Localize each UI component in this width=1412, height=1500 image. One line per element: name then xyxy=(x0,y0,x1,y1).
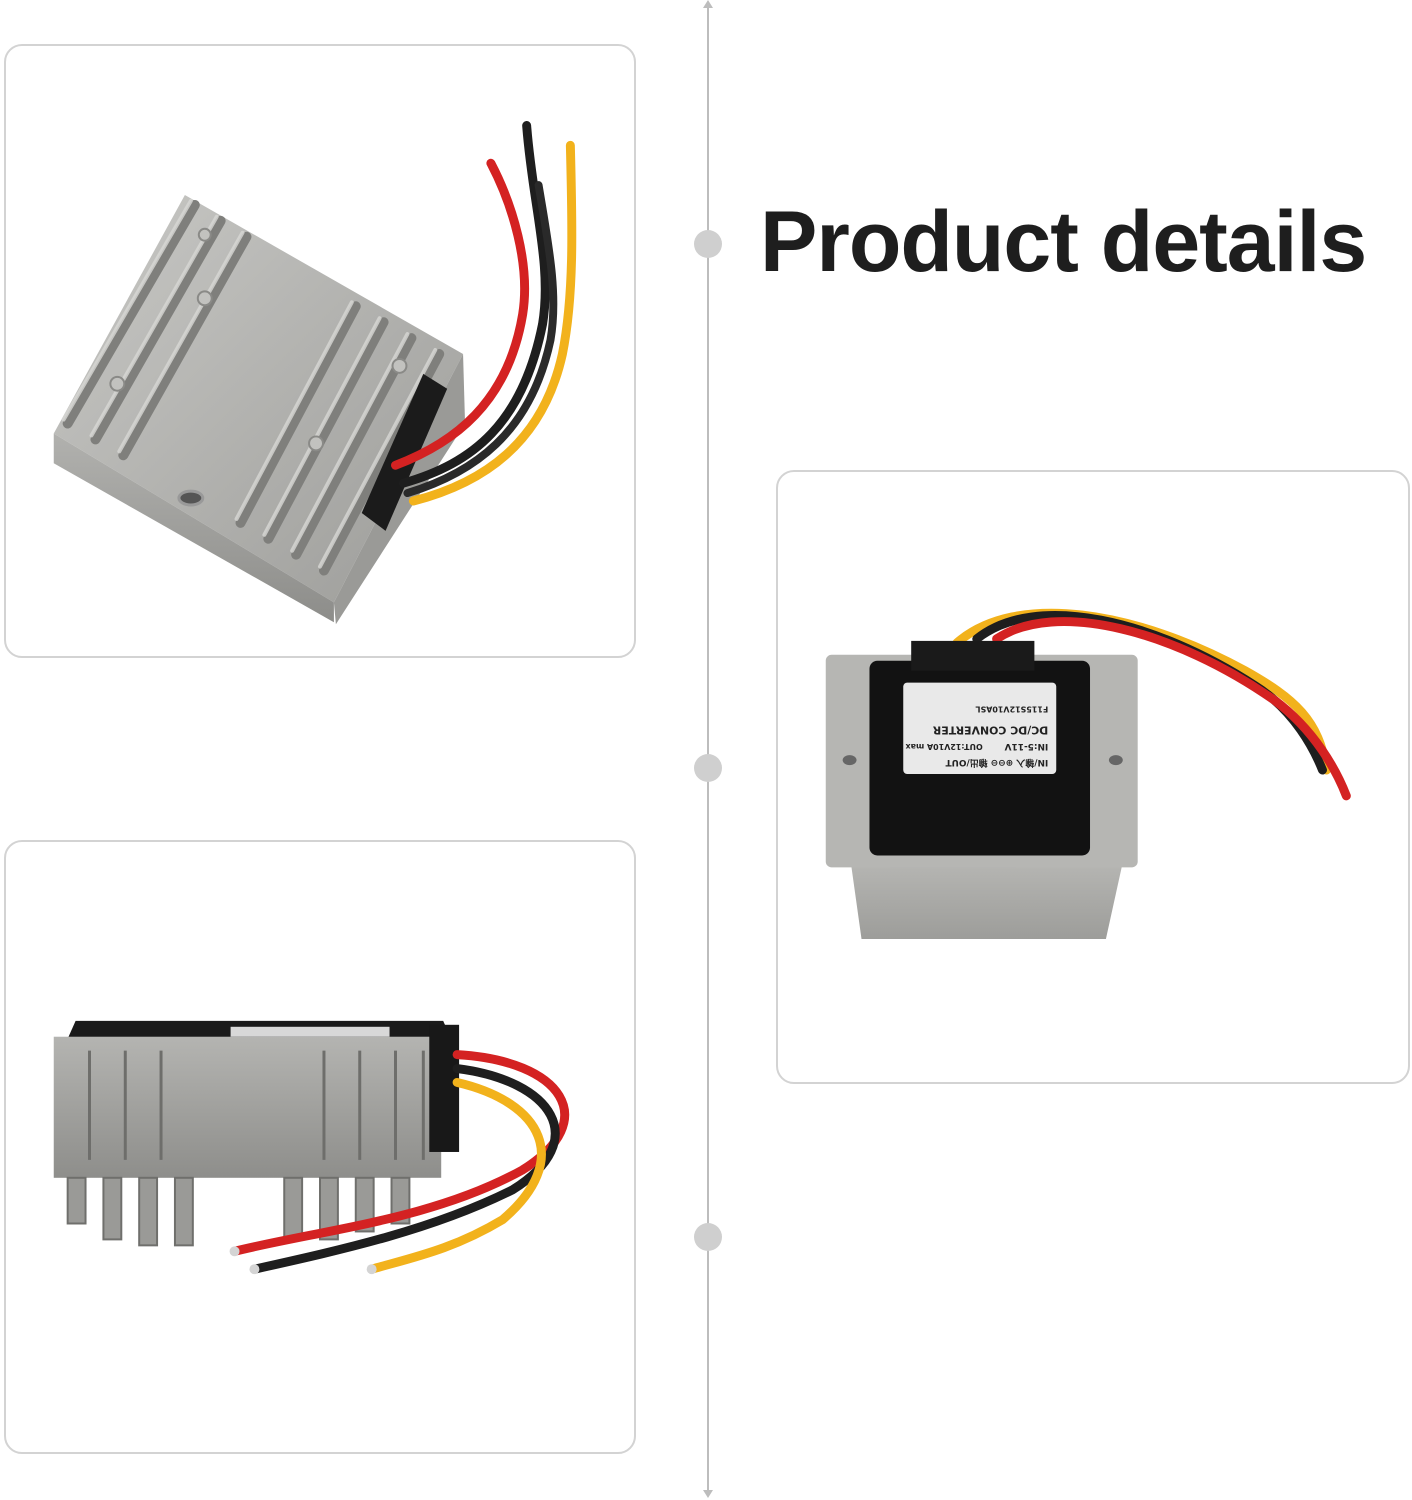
timeline-arrow-up-icon xyxy=(703,0,713,8)
product-image-card-side xyxy=(4,840,636,1454)
label-line-5: F115S12V10ASL xyxy=(975,704,1048,713)
label-line-3: OUT:12V10A max xyxy=(905,742,982,751)
timeline-line xyxy=(707,4,709,1494)
product-image-card-label: IN/输入 ⊕⊖⊖ 输出/OUT IN:5-11V OUT:12V10A max… xyxy=(776,470,1410,1084)
converter-angled-view-image xyxy=(53,121,577,625)
converter-side-view-image xyxy=(53,1020,570,1275)
page-title: Product details xyxy=(760,194,1367,290)
timeline-dot xyxy=(694,1223,722,1251)
timeline-dot xyxy=(694,754,722,782)
timeline-arrow-down-icon xyxy=(703,1490,713,1498)
label-line-2: IN:5-11V xyxy=(1005,741,1049,751)
product-image-card-angled xyxy=(4,44,636,658)
label-line-1: IN/输入 ⊕⊖⊖ 输出/OUT xyxy=(945,757,1049,769)
timeline-dot xyxy=(694,230,722,258)
label-line-4: DC/DC CONVERTER xyxy=(932,723,1048,736)
converter-label-view-image: IN/输入 ⊕⊖⊖ 输出/OUT IN:5-11V OUT:12V10A max… xyxy=(825,608,1351,939)
